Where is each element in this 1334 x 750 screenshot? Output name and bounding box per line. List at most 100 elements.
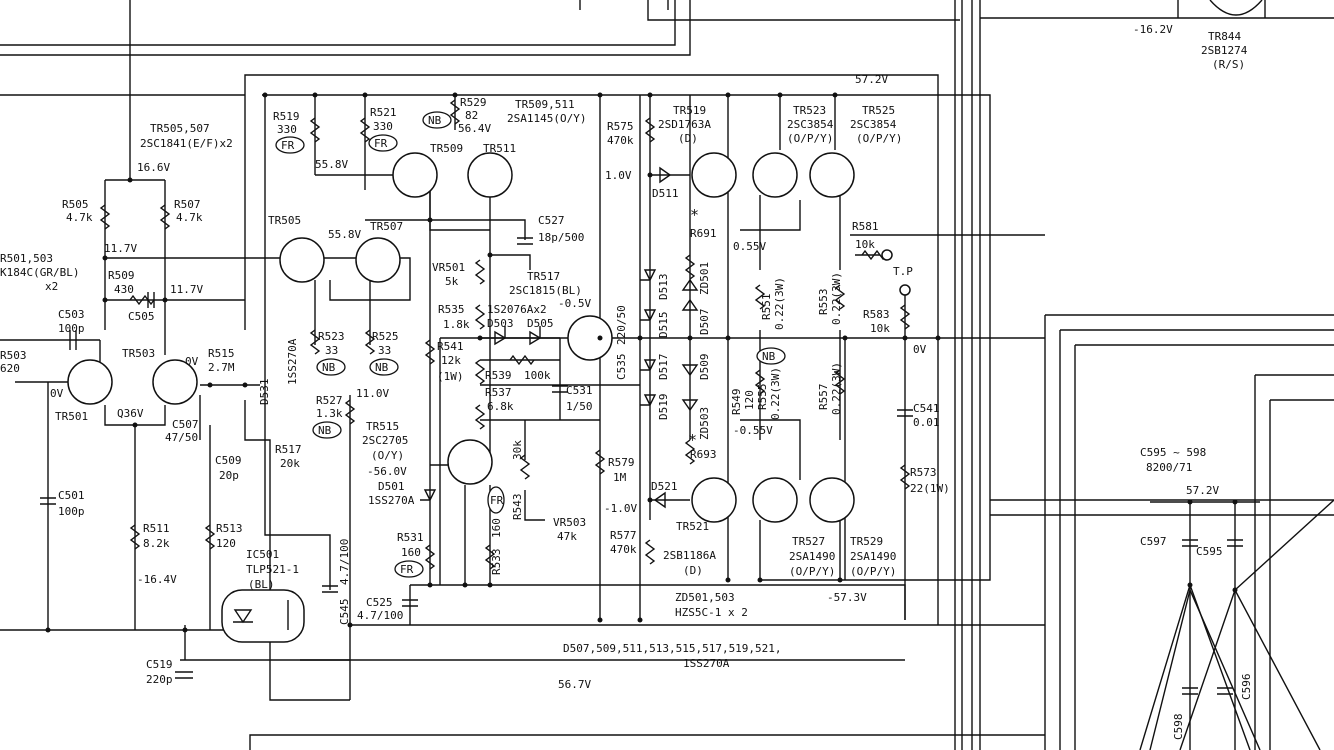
part-label-vertical: C545: [338, 599, 351, 626]
part-value-vertical: 0.22(3W): [830, 362, 843, 415]
part-label: R581: [852, 220, 879, 233]
part-label: R579: [608, 456, 635, 469]
part-label: C531: [566, 384, 593, 397]
part-value: 8200/71: [1146, 461, 1192, 474]
voltage-label: 57.2V: [1186, 484, 1219, 497]
part-label-vertical: R549: [730, 389, 743, 416]
part-type: x2: [45, 280, 58, 293]
part-label: R501,503: [0, 252, 53, 265]
part-label: TR501: [55, 410, 88, 423]
part-type-vertical: 1SS270A: [286, 338, 299, 385]
part-type: 1S2076Ax2: [487, 303, 547, 316]
part-value-vertical: 4.7/100: [338, 539, 351, 585]
part-label: ZD501,503: [675, 591, 735, 604]
part-value: 20p: [219, 469, 239, 482]
voltage-label: 57.2V: [855, 73, 888, 86]
voltage-label: 11.7V: [170, 283, 203, 296]
part-value-vertical: 30k: [511, 440, 524, 460]
part-type: (D): [683, 564, 703, 577]
voltage-label: 0.55V: [733, 240, 766, 253]
part-value: 620: [0, 362, 20, 375]
part-label: R511: [143, 522, 170, 535]
voltage-label: 55.8V: [328, 228, 361, 241]
part-type: (O/P/Y): [787, 132, 833, 145]
part-label-vertical: R533: [490, 549, 503, 576]
part-label: TR509: [430, 142, 463, 155]
part-value: 18p/500: [538, 231, 584, 244]
part-value: 10k: [855, 238, 875, 251]
part-value: 8.2k: [143, 537, 170, 550]
part-label: R541: [437, 340, 464, 353]
part-label: R525: [372, 330, 399, 343]
part-label-vertical: R543: [511, 494, 524, 521]
part-type: (O/Y): [371, 449, 404, 462]
part-value: 2.7M: [208, 361, 235, 374]
voltage-label: 55.8V: [315, 158, 348, 171]
part-value-vertical: 0.22(3W): [773, 277, 786, 330]
part-type: 2SB1274: [1201, 44, 1248, 57]
part-label: C503: [58, 308, 85, 321]
part-value: 100p: [58, 322, 85, 335]
part-label: R537: [485, 386, 512, 399]
part-label: C595 ~ 598: [1140, 446, 1206, 459]
part-label-vertical: D509: [698, 354, 711, 381]
part-label-vertical: R553: [817, 289, 830, 316]
part-value: 100k: [524, 369, 551, 382]
part-value: 5k: [445, 275, 459, 288]
part-value: 220p: [146, 673, 173, 686]
part-value-vertical: 0.22(3W): [769, 367, 782, 420]
voltage-label: 0V: [185, 355, 199, 368]
part-label: C541: [913, 402, 940, 415]
part-label: R529: [460, 96, 487, 109]
voltage-label: -0.55V: [733, 424, 773, 437]
part-type: 2SC3854: [850, 118, 897, 131]
part-label: C509: [215, 454, 242, 467]
part-label: R577: [610, 529, 637, 542]
part-label: VR501: [432, 261, 465, 274]
part-value: 10k: [870, 322, 890, 335]
part-label: TR527: [792, 535, 825, 548]
voltage-label: 0V: [50, 387, 64, 400]
part-label: R515: [208, 347, 235, 360]
voltage-label: 1.0V: [605, 169, 632, 182]
part-type: 2SC1841(E/F)x2: [140, 137, 233, 150]
part-label: TR519: [673, 104, 706, 117]
part-label: IC501: [246, 548, 279, 561]
part-value: 470k: [610, 543, 637, 556]
part-label-vertical: D515: [657, 312, 670, 339]
output-stage: [594, 95, 1243, 695]
part-label: C527: [538, 214, 565, 227]
part-label: R531: [397, 531, 424, 544]
part-label: TR523: [793, 104, 826, 117]
part-label: R575: [607, 120, 634, 133]
part-label: VR503: [553, 516, 586, 529]
part-label: TR503: [122, 347, 155, 360]
voltage-label: 16.6V: [137, 161, 170, 174]
left-input-stage: [0, 179, 350, 701]
part-label: R583: [863, 308, 890, 321]
part-label: R503: [0, 349, 27, 362]
part-type: (O/P/Y): [856, 132, 902, 145]
part-label-vertical: D513: [657, 274, 670, 301]
part-value: 82: [465, 109, 478, 122]
part-value: (1W): [437, 370, 464, 383]
part-label: TR844: [1208, 30, 1241, 43]
part-type: 2SD1763A: [658, 118, 711, 131]
badge-fr-r521: FR: [374, 137, 388, 150]
part-value-vertical: 160: [490, 518, 503, 538]
part-label: R519: [273, 110, 300, 123]
part-label: R517: [275, 443, 302, 456]
badge-fr-r519: FR: [281, 139, 295, 152]
part-value-vertical: 220/50: [615, 305, 628, 345]
part-label: C597: [1140, 535, 1167, 548]
part-value: 1.8k: [443, 318, 470, 331]
voltage-label: 56.7V: [558, 678, 591, 691]
badge-nb-r525: NB: [375, 361, 389, 374]
part-value: 4.7/100: [357, 609, 403, 622]
part-type: K184C(GR/BL): [0, 266, 79, 279]
part-label: D511: [652, 187, 679, 200]
voltage-label: -0.5V: [558, 297, 591, 310]
part-label: R527: [316, 394, 343, 407]
voltage-label: -16.4V: [137, 573, 177, 586]
part-label-vertical: R551: [760, 294, 773, 321]
